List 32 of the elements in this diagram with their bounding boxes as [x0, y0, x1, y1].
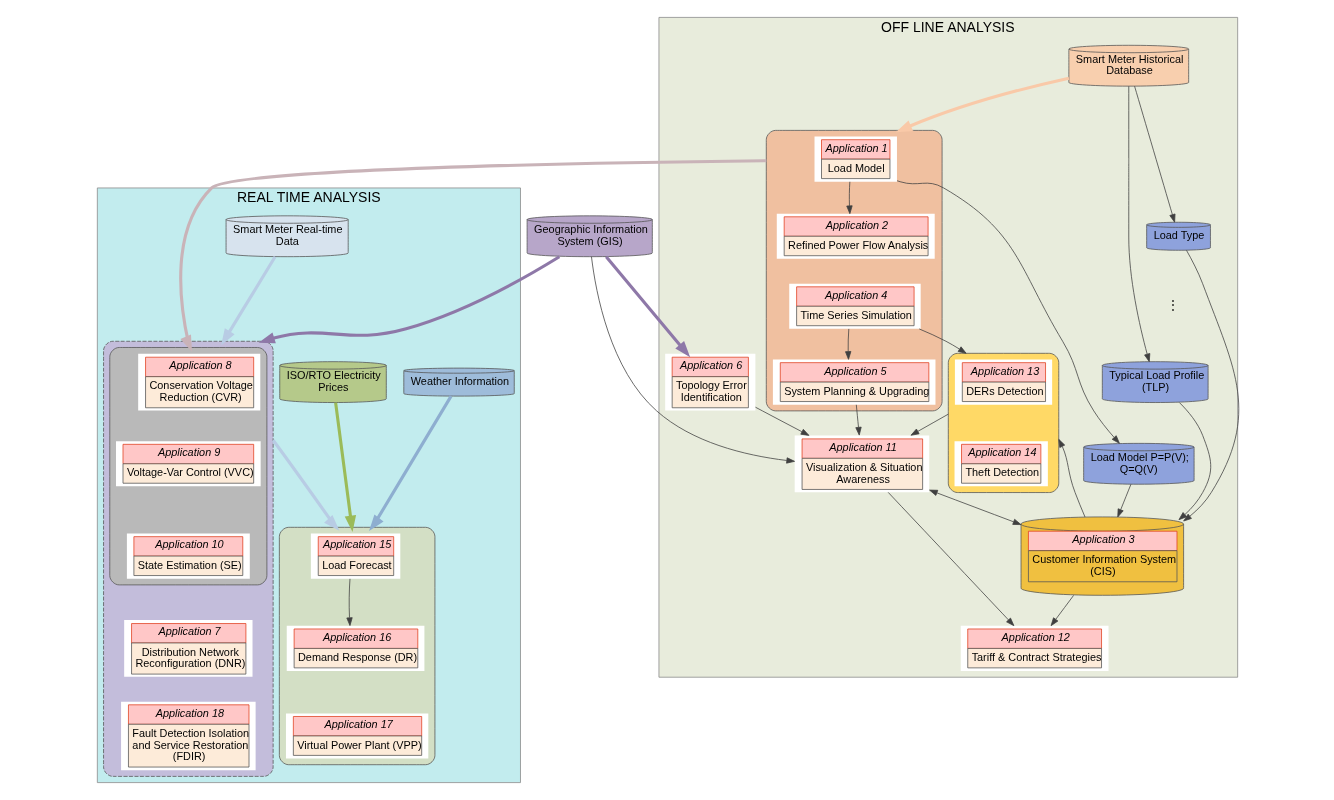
arrow — [1133, 85, 1175, 223]
arrow — [590, 256, 795, 464]
label: ⋮ — [1166, 298, 1179, 313]
arrow — [1127, 85, 1150, 363]
arrow — [887, 492, 1014, 626]
arrow — [258, 255, 560, 344]
arrow — [1178, 402, 1211, 521]
arrow — [1116, 483, 1131, 518]
arrow — [1050, 595, 1074, 627]
arrow — [844, 328, 851, 360]
arrow — [896, 180, 1120, 444]
cluster — [102, 340, 273, 777]
arrow — [368, 395, 452, 532]
arrow — [178, 159, 766, 352]
arrow — [220, 256, 276, 346]
arrow — [333, 402, 356, 532]
arrow — [918, 328, 966, 354]
cluster — [765, 130, 942, 412]
arrow — [895, 76, 1069, 133]
arrow — [910, 413, 949, 436]
arrow — [845, 181, 853, 215]
cluster — [947, 352, 1059, 493]
cluster — [278, 526, 435, 766]
arrow — [1182, 249, 1239, 522]
arrow — [271, 439, 339, 531]
arrow — [604, 255, 690, 358]
arrow — [345, 578, 353, 626]
cluster — [108, 347, 267, 586]
arrow — [928, 489, 1021, 525]
arrow — [1057, 438, 1085, 518]
arrow — [754, 406, 809, 436]
arrow — [854, 404, 862, 436]
